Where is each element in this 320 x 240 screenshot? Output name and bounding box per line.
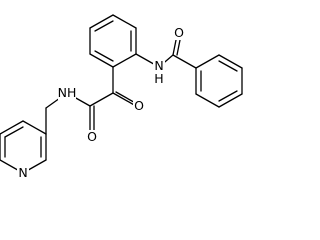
bond — [195, 93, 220, 108]
bond — [195, 54, 220, 69]
amide-oxygen-label: O — [87, 129, 97, 144]
bond — [218, 93, 243, 108]
bond — [112, 14, 137, 29]
linker-bonds — [45, 34, 197, 135]
bond — [112, 92, 137, 107]
bond — [22, 120, 47, 135]
aromatic-inner-bond — [218, 90, 238, 102]
aromatic-inner-bond — [94, 50, 114, 62]
anilide-hydrogen-label: H — [154, 71, 163, 86]
pyridine-ring — [0, 120, 47, 174]
nh-amide-label: NH — [58, 85, 77, 100]
anilide-nitrogen-label: N — [154, 58, 163, 73]
bond — [0, 120, 24, 135]
pyridine-nitrogen-label: N — [18, 165, 27, 180]
aromatic-inner-bond — [94, 20, 114, 32]
aromatic-inner-bond — [4, 126, 24, 138]
bond — [112, 53, 137, 68]
central-benzene-ring — [89, 14, 137, 68]
benzoyl-oxygen-label: O — [174, 25, 184, 40]
benzoyl-phenyl-ring — [195, 54, 243, 108]
atom-labels: NH O O N O N H — [17, 25, 185, 180]
bond — [89, 53, 114, 68]
aromatic-inner-bond — [218, 60, 238, 72]
bond — [89, 92, 114, 107]
bond — [89, 14, 114, 29]
structure-diagram: NH O O N O N H — [0, 14, 243, 180]
bond — [172, 54, 197, 69]
oxo-oxygen-label: O — [134, 98, 144, 113]
bond — [218, 54, 243, 69]
